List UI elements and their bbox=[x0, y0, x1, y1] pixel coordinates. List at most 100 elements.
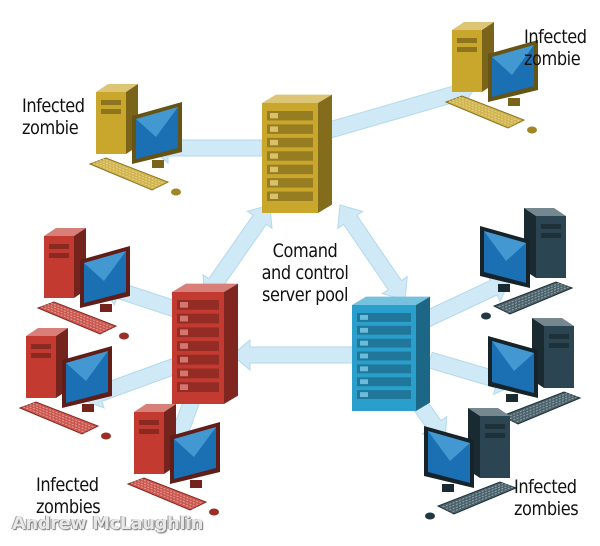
drive-bay bbox=[549, 334, 569, 339]
server-bay bbox=[357, 364, 411, 374]
server-top bbox=[352, 296, 430, 305]
keyboard bbox=[18, 401, 100, 435]
server-bay-light bbox=[270, 166, 278, 173]
keyboard-keys bbox=[131, 482, 194, 509]
command-server-red bbox=[172, 283, 238, 404]
mouse bbox=[209, 508, 219, 516]
server-bay-light bbox=[360, 392, 368, 397]
label-command-server-pool: Comand and control server pool bbox=[250, 240, 361, 306]
server-bay-light bbox=[180, 302, 188, 308]
server-bay-light bbox=[180, 343, 188, 349]
keyboard-keys bbox=[26, 405, 89, 432]
keyboard-keys bbox=[32, 402, 95, 429]
label-line: zombies bbox=[36, 496, 101, 518]
keyboard-keys bbox=[41, 306, 104, 333]
zombie-top-left bbox=[88, 84, 182, 196]
monitor-stand bbox=[82, 404, 94, 412]
keyboard-keys bbox=[102, 158, 165, 185]
drive-bay bbox=[541, 224, 561, 229]
keyboard-keys bbox=[47, 303, 110, 330]
monitor-stand bbox=[190, 480, 202, 488]
drive-bay bbox=[541, 233, 561, 238]
zombie-blue-1 bbox=[480, 208, 574, 320]
drive-bay bbox=[139, 420, 159, 425]
keyboard-keys bbox=[96, 161, 159, 188]
server-bay bbox=[357, 325, 411, 335]
server-bay bbox=[267, 111, 313, 121]
monitor-stand bbox=[442, 484, 454, 492]
tower-top bbox=[532, 318, 574, 326]
keyboard-keys bbox=[505, 392, 568, 419]
keyboard bbox=[444, 95, 526, 129]
mouse bbox=[119, 332, 129, 340]
keyboard-keys bbox=[508, 393, 571, 420]
label-line: Comand bbox=[272, 240, 338, 262]
server-bay bbox=[357, 313, 411, 322]
keyboard-keys bbox=[44, 305, 107, 332]
server-bay bbox=[267, 151, 313, 161]
label-line: zombie bbox=[524, 48, 581, 70]
zombie-top-right bbox=[444, 22, 538, 134]
server-bay bbox=[267, 137, 313, 148]
label-top-left-zombie: Infected zombie bbox=[22, 95, 85, 139]
server-bay bbox=[357, 338, 411, 348]
arrow-shape bbox=[420, 273, 511, 328]
server-bay-light bbox=[360, 315, 368, 320]
keyboard bbox=[88, 157, 170, 191]
server-top bbox=[262, 94, 332, 103]
monitor-stand bbox=[498, 284, 510, 292]
mouse bbox=[481, 312, 491, 320]
command-server-blue bbox=[352, 296, 430, 411]
server-bay bbox=[177, 300, 219, 310]
drive-bay bbox=[49, 244, 69, 249]
keyboard-keys bbox=[137, 479, 200, 506]
server-bay bbox=[177, 382, 219, 392]
drive-bay bbox=[485, 424, 505, 429]
monitor-stand bbox=[506, 394, 518, 402]
screen-glare bbox=[66, 351, 108, 381]
label-line: Infected bbox=[524, 26, 587, 48]
server-bay bbox=[177, 354, 219, 365]
mouse bbox=[171, 188, 181, 196]
machines-layer bbox=[18, 22, 582, 520]
server-bay-light bbox=[270, 126, 278, 132]
server-bay-light bbox=[360, 366, 368, 372]
label-line: zombies bbox=[514, 498, 579, 520]
server-bay-light bbox=[360, 353, 368, 359]
server-side bbox=[318, 94, 332, 213]
drive-bay bbox=[31, 353, 51, 358]
mouse bbox=[425, 512, 435, 520]
server-bay-light bbox=[180, 315, 188, 322]
keyboard bbox=[126, 477, 208, 511]
server-bay bbox=[357, 390, 411, 399]
label-line: and control bbox=[261, 262, 349, 284]
tower-top bbox=[452, 22, 494, 30]
drive-bay bbox=[485, 433, 505, 438]
screen-glare bbox=[428, 431, 470, 461]
server-bay-light bbox=[270, 193, 278, 199]
label-top-right-zombie: Infected zombie bbox=[524, 26, 587, 70]
keyboard-keys bbox=[458, 96, 521, 123]
tower-top bbox=[26, 328, 68, 336]
label-line: Infected bbox=[36, 474, 99, 496]
keyboard-keys bbox=[29, 403, 92, 430]
server-bay bbox=[177, 313, 219, 324]
keyboard-keys bbox=[99, 159, 162, 186]
tower-top bbox=[524, 208, 566, 216]
server-bay-light bbox=[270, 113, 278, 119]
keyboard-keys bbox=[449, 100, 512, 127]
keyboard bbox=[36, 301, 118, 335]
drive-bay bbox=[101, 109, 121, 114]
drive-bay bbox=[31, 344, 51, 349]
server-bay bbox=[357, 351, 411, 361]
keyboard-keys bbox=[514, 396, 577, 423]
arrow-yellow-blue bbox=[337, 204, 408, 301]
server-bay bbox=[267, 124, 313, 134]
tower-top bbox=[96, 84, 138, 92]
screen-glare bbox=[492, 45, 534, 75]
drive-bay bbox=[139, 429, 159, 434]
keyboard-keys bbox=[444, 483, 507, 510]
server-bay bbox=[357, 377, 411, 387]
keyboard-keys bbox=[503, 285, 566, 312]
